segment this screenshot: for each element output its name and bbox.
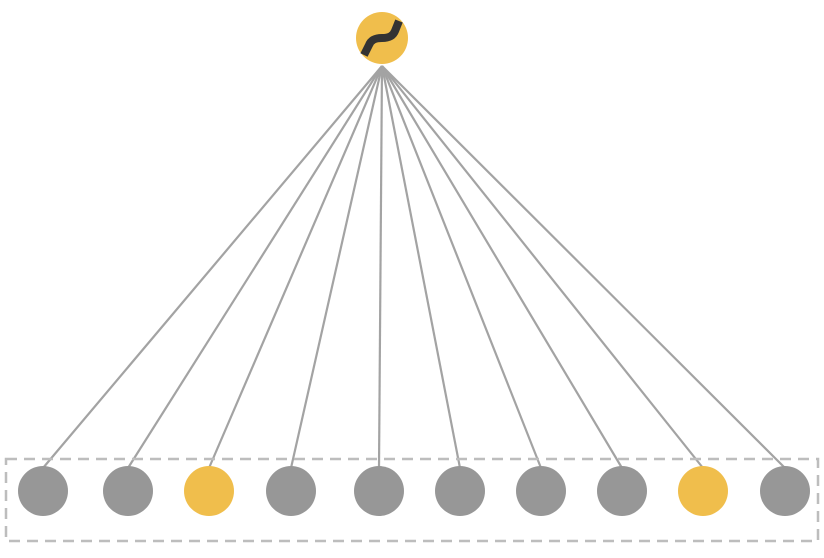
connection-line [381, 65, 704, 469]
connection-line [380, 65, 543, 469]
input-layer-nodes [18, 466, 810, 516]
input-node-active [678, 466, 728, 516]
connection-line [381, 65, 786, 469]
input-node [103, 466, 153, 516]
input-node [597, 466, 647, 516]
input-node [354, 466, 404, 516]
connection-line [127, 65, 383, 469]
connection-line [289, 65, 384, 469]
connection-line [42, 65, 383, 469]
connection-line [381, 65, 623, 469]
connection-line [207, 65, 384, 469]
input-node [435, 466, 485, 516]
input-node [266, 466, 316, 516]
connection-lines [42, 65, 786, 469]
output-neuron [356, 12, 408, 64]
connection-line [380, 65, 462, 469]
input-node-active [184, 466, 234, 516]
input-layer-box [4, 457, 820, 543]
connection-line [377, 65, 384, 469]
input-node [760, 466, 810, 516]
input-node [18, 466, 68, 516]
input-node [516, 466, 566, 516]
sigmoid-activation-icon [360, 19, 403, 57]
